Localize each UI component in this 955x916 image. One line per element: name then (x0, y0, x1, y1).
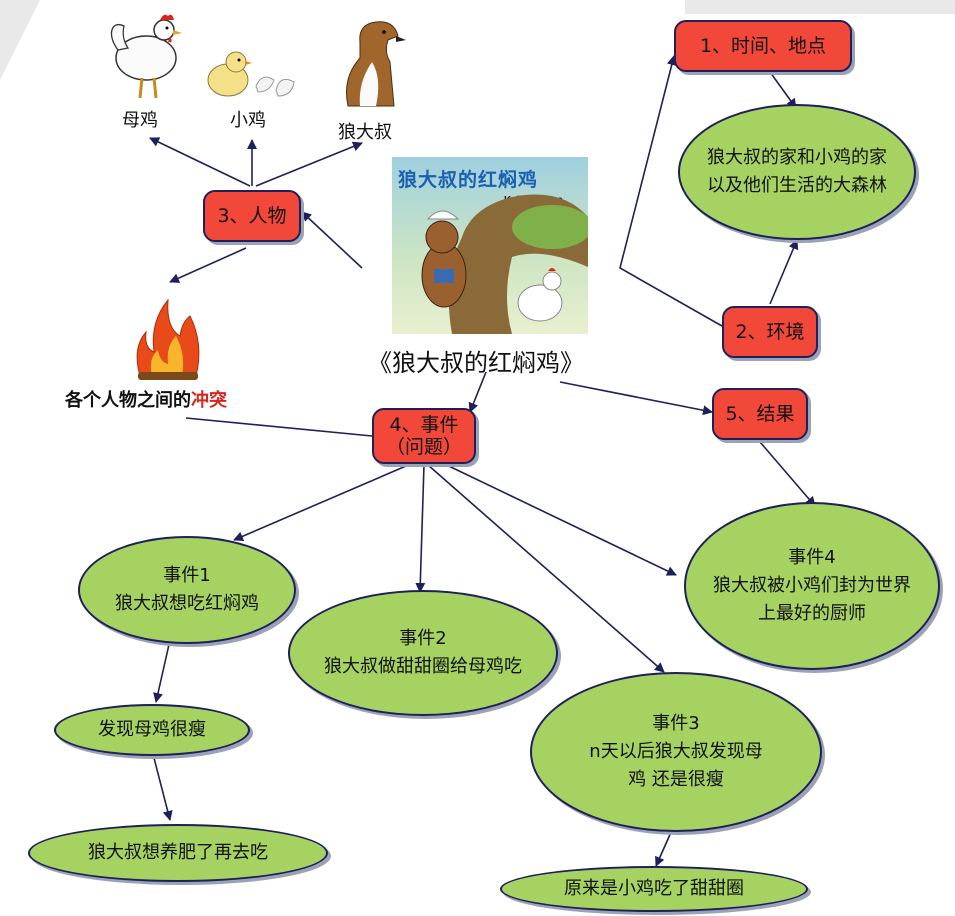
arrow-to-event3 (427, 464, 665, 673)
node-people-label: 3、人物 (217, 205, 287, 227)
arrow-event3-to-chain (655, 829, 673, 867)
fire-icon (136, 298, 200, 380)
event4-title: 事件4 (788, 547, 836, 568)
setting-description: 狼大叔的家和小鸡的家 以及他们生活的大森林 (678, 104, 916, 240)
event4-text-line2: 上最好的厨师 (758, 603, 866, 624)
book-cover-title: 狼大叔的红焖鸡 (398, 169, 539, 191)
arrow-book-to-people (301, 211, 363, 269)
event3-chain-1-text: 原来是小鸡吃了甜甜圈 (564, 878, 744, 899)
node-time-place: 1、时间、地点 (674, 20, 852, 72)
chick-icon (207, 51, 295, 97)
setting-description-line1: 狼大叔的家和小鸡的家 (707, 147, 887, 168)
event1-chain-2-text: 狼大叔想养肥了再去吃 (88, 842, 268, 863)
arrow-env-to-time (619, 55, 723, 327)
character-label-chick: 小鸡 (230, 110, 266, 131)
event1-chain-1: 发现母鸡很瘦 (54, 704, 250, 756)
setting-description-line2: 以及他们生活的大森林 (707, 175, 887, 196)
arrow-to-event2 (415, 464, 426, 593)
event1-node: 事件1 狼大叔想吃红焖鸡 (78, 536, 296, 644)
event1-chain-2: 狼大叔想养肥了再去吃 (28, 824, 328, 882)
cover-illustration (421, 194, 588, 334)
event4-text-line1: 狼大叔被小鸡们封为世界 (713, 575, 911, 596)
node-event-label: 4、事件 (389, 414, 459, 436)
event2-node: 事件2 狼大叔做甜甜圈给母鸡吃 (288, 590, 558, 716)
arrow-to-event1 (233, 459, 421, 542)
node-people: 3、人物 (203, 190, 301, 242)
arrow-book-to-event (468, 371, 487, 413)
event3-text-line2: 鸡 还是很瘦 (628, 769, 724, 790)
event1-title: 事件1 (163, 565, 211, 586)
event1-chain-1-text: 发现母鸡很瘦 (98, 719, 206, 740)
event3-node: 事件3 n天以后狼大叔发现母 鸡 还是很瘦 (530, 672, 822, 832)
arrow-time-to-setting (769, 71, 797, 109)
event1-text: 狼大叔想吃红焖鸡 (115, 593, 259, 614)
event3-title: 事件3 (652, 713, 700, 734)
character-label-hen: 母鸡 (122, 110, 158, 131)
event2-title: 事件2 (399, 628, 447, 649)
node-environment: 2、环境 (722, 306, 818, 358)
wolf-dog-icon (346, 21, 406, 107)
event3-text-line1: n天以后狼大叔发现母 (589, 741, 763, 762)
book-title-caption: 《狼大叔的红焖鸡》 (368, 349, 584, 377)
arrow-result-to-event4 (759, 441, 816, 507)
event4-node: 事件4 狼大叔被小鸡们封为世界 上最好的厨师 (684, 502, 940, 670)
conflict-caption: 各个人物之间的冲突 (65, 386, 227, 412)
conflict-highlight: 冲突 (191, 390, 227, 411)
arrow-env-to-setting (769, 239, 799, 305)
arrow-to-event4 (431, 457, 677, 576)
node-result: 5、结果 (712, 388, 808, 440)
node-environment-label: 2、环境 (735, 321, 805, 343)
event2-text: 狼大叔做甜甜圈给母鸡吃 (324, 656, 522, 677)
node-time-place-label: 1、时间、地点 (699, 35, 827, 57)
node-result-label: 5、结果 (725, 403, 795, 425)
arrow-to-wolf (255, 141, 363, 187)
node-event-sublabel: （问题） (385, 436, 462, 458)
line-conflict-to-event (185, 417, 373, 437)
corner-decoration-right (685, 0, 955, 14)
character-label-wolf: 狼大叔 (338, 122, 392, 143)
arrow-chain1-to-chain2 (153, 757, 173, 821)
arrow-book-to-result (559, 381, 713, 416)
hen-icon (110, 14, 182, 99)
node-event: 4、事件 （问题） (372, 408, 476, 464)
arrow-to-hen (149, 137, 251, 187)
event3-chain-1: 原来是小鸡吃了甜甜圈 (500, 866, 808, 912)
book-cover-image: 狼大叔的红焖鸡 Keiko Kasza (392, 157, 588, 334)
conflict-text: 各个人物之间的 (65, 390, 191, 411)
arrow-people-to-conflict (169, 247, 247, 283)
arrow-event1-to-chain1 (153, 639, 171, 703)
